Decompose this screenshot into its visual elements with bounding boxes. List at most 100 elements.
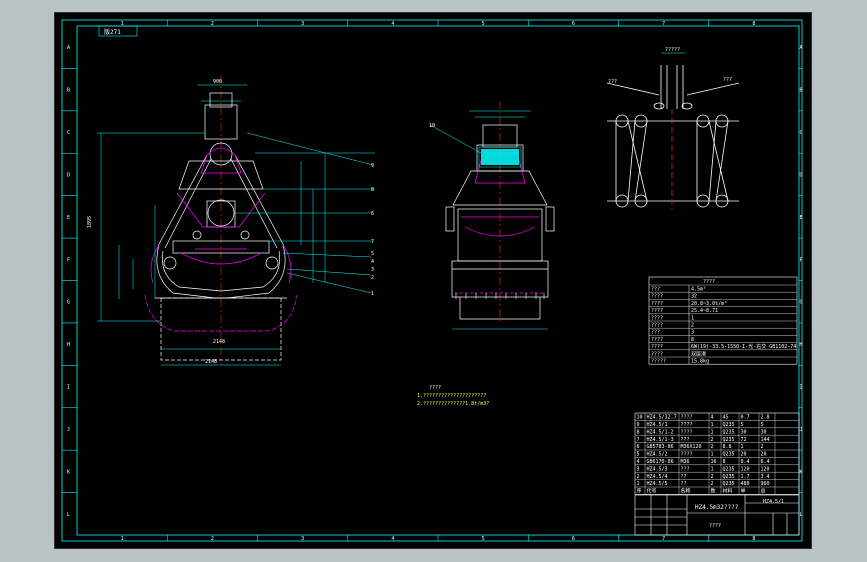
- zone-row-left-G: G: [67, 300, 70, 306]
- parts-cell-qty: 1: [711, 466, 714, 472]
- zone-col-bottom-5: 5: [482, 536, 485, 542]
- spec-key: ????: [651, 351, 663, 357]
- parts-cell-no: 2: [637, 474, 640, 480]
- zone-col-top-1: 1: [121, 21, 124, 27]
- parts-cell-w: 0.4: [741, 459, 750, 465]
- note-line-2: 2.??????????????1.8t/m3?: [417, 401, 489, 407]
- zone-row-right-B: B: [800, 88, 803, 94]
- zone-row-left-A: A: [67, 45, 70, 51]
- side-balloon-10: 10: [429, 123, 435, 129]
- parts-cell-qty: 2: [711, 444, 714, 450]
- front-dim-texts: 1895 900 2148 2148: [87, 79, 225, 365]
- zone-ticks: [62, 20, 802, 541]
- spec-key: ???: [651, 330, 660, 336]
- zone-row-left-J: J: [67, 427, 70, 433]
- parts-cell-tw: 2: [761, 444, 764, 450]
- spec-key: ????: [651, 301, 663, 307]
- rope-diagram: ????? ??? ???: [606, 47, 740, 209]
- parts-cell-w: 20: [741, 452, 747, 458]
- parts-cell-qty: 2: [711, 437, 714, 443]
- rope-diagram-title: ?????: [665, 47, 680, 53]
- zone-row-left-B: B: [67, 88, 70, 94]
- zone-row-left-C: C: [67, 130, 70, 136]
- spec-value: 4.5m³: [691, 287, 706, 293]
- zone-row-right-D: D: [800, 172, 803, 178]
- parts-cell-mat: Q235: [723, 481, 735, 487]
- zone-row-right-C: C: [800, 130, 803, 136]
- corner-tag: 版271: [98, 25, 138, 37]
- zone-col-top-4: 4: [391, 21, 394, 27]
- parts-cell-mat: 45: [723, 415, 729, 421]
- parts-cell-mat: Q235: [723, 452, 735, 458]
- parts-cell-no: 9: [637, 422, 640, 428]
- parts-cell-code: HZ4.5/2: [647, 452, 668, 458]
- svg-text:2148: 2148: [205, 359, 217, 365]
- parts-cell-code: HZ4.5/1-2: [647, 429, 674, 435]
- technical-notes: ???? 1.????????????????????? 2.?????????…: [417, 385, 489, 407]
- zone-col-bottom-7: 7: [662, 536, 665, 542]
- spec-value: 1: [691, 315, 694, 321]
- parts-cell-code: HZ4.5/1: [647, 422, 668, 428]
- parts-cell-qty: 1: [711, 422, 714, 428]
- parts-cell-qty: 2: [711, 481, 714, 487]
- zone-row-right-I: I: [800, 385, 803, 391]
- parts-cell-w: 30: [741, 429, 747, 435]
- spec-value: 32: [691, 294, 697, 300]
- parts-cell-qty: 16: [711, 459, 717, 465]
- parts-cell-code: HZ4.5/1-3: [647, 437, 674, 443]
- parts-cell-w: 72: [741, 437, 747, 443]
- parts-cell-tw: 20: [761, 452, 767, 458]
- parts-cell-mat: Q235: [723, 422, 735, 428]
- parts-cell-w: 480: [741, 481, 750, 487]
- spec-table: ???? ???4.5m³????32????20.8~3.0t/m³????2…: [648, 276, 798, 365]
- balloon-8: 8: [371, 187, 374, 193]
- title-block-org: ????: [709, 523, 721, 529]
- parts-cell-w: 5: [741, 422, 744, 428]
- zone-row-right-K: K: [800, 469, 803, 475]
- parts-cell-no: 5: [637, 452, 640, 458]
- spec-key: ????: [651, 308, 663, 314]
- parts-cell-name: ??: [681, 474, 687, 480]
- note-line-1: 1.?????????????????????: [417, 393, 486, 399]
- parts-cell-no: 8: [637, 429, 640, 435]
- parts-cell-no: 10: [637, 415, 643, 421]
- zone-row-left-E: E: [67, 215, 70, 221]
- parts-cell-name: ???: [681, 437, 690, 443]
- zone-col-top-3: 3: [301, 21, 304, 27]
- rope-right-label: ???: [723, 77, 732, 83]
- zone-col-top-2: 2: [211, 21, 214, 27]
- parts-cell-mat: Q235: [723, 437, 735, 443]
- parts-cell-name: ????: [681, 429, 693, 435]
- parts-cell-w: 1.7: [741, 474, 750, 480]
- parts-cell-no: 7: [637, 437, 640, 443]
- title-block-drawing-no: HZ4.5/1: [763, 499, 784, 505]
- spec-key: ????: [651, 315, 663, 321]
- notes-title: ????: [429, 385, 441, 391]
- balloon-7: 7: [371, 239, 374, 245]
- zone-col-bottom-3: 3: [301, 536, 304, 542]
- zone-row-left-F: F: [67, 257, 70, 263]
- spec-key: ???: [651, 287, 660, 293]
- parts-header-qty: 数: [711, 488, 716, 495]
- zone-row-left-I: I: [67, 385, 70, 391]
- parts-header-no: 序: [637, 488, 642, 495]
- zone-row-right-A: A: [800, 45, 803, 51]
- zone-row-right-G: G: [800, 300, 803, 306]
- zone-row-right-E: E: [800, 215, 803, 221]
- parts-cell-mat: Q235: [723, 466, 735, 472]
- side-balloon: 10: [429, 123, 435, 129]
- spec-value: 6W(19)-33.5-1550-I-光-右交 GB1102-74: [691, 343, 796, 350]
- balloon-9: 9: [371, 163, 374, 169]
- zone-col-top-8: 8: [752, 21, 755, 27]
- parts-cell-mat: 8: [723, 459, 726, 465]
- zone-col-bottom-4: 4: [391, 536, 394, 542]
- parts-cell-tw: 30: [761, 429, 767, 435]
- parts-cell-no: 4: [637, 459, 640, 465]
- parts-cell-qty: 1: [711, 452, 714, 458]
- parts-cell-name: ???: [681, 466, 690, 472]
